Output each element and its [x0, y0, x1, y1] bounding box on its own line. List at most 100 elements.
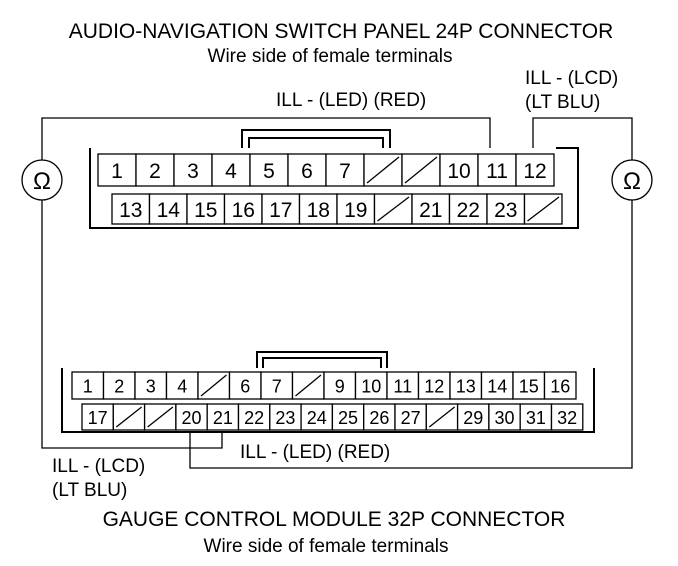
pin-number: 21: [213, 408, 233, 428]
pin-number: 16: [232, 199, 255, 222]
bottom-connector-latch: [256, 351, 388, 368]
pin-number: 14: [157, 199, 181, 222]
ill-led-top-label: ILL - (LED) (RED): [276, 90, 426, 111]
pin-number: 12: [424, 377, 444, 397]
pin-cavity: [456, 403, 490, 431]
wire-left-circuit: [41, 117, 491, 449]
pin-number: 11: [393, 377, 412, 397]
pin-number: 21: [419, 199, 442, 222]
right-ohmmeter: Ω: [611, 159, 653, 201]
pin-number: 25: [338, 408, 358, 428]
pin-cavity: [325, 153, 365, 187]
pin-cavity: [488, 403, 521, 431]
pin-cavity: [543, 371, 577, 400]
pin-number: 3: [146, 377, 156, 397]
top-connector-subtitle: Wire side of female terminals: [208, 46, 453, 67]
ill-lcd-bottom-label-line1: ILL - (LCD): [52, 456, 145, 477]
pin-number: 15: [519, 377, 539, 397]
pin-cavity: [165, 371, 199, 400]
empty-cavity-slash: [377, 196, 410, 222]
pin-cavity: [71, 371, 105, 400]
pin-number: 22: [244, 408, 264, 428]
pin-number: 23: [494, 199, 517, 222]
pin-number: 17: [269, 199, 292, 222]
pin-number: 20: [182, 408, 202, 428]
pin-number: 19: [344, 199, 367, 222]
pin-number: 16: [550, 377, 570, 397]
pin-cavity: [354, 371, 388, 400]
pin-number: 31: [526, 408, 546, 428]
ohm-icon: Ω: [623, 168, 641, 195]
pin-cavity: [394, 403, 427, 431]
ohm-icon: Ω: [33, 168, 51, 195]
pin-cavity: [336, 193, 376, 225]
pin-cavity: [173, 153, 213, 187]
empty-cavity-slash: [295, 374, 322, 397]
pin-cavity: [237, 403, 271, 431]
pin-number: 4: [177, 377, 187, 397]
pin-number: 9: [335, 377, 345, 397]
pin-cavity: [102, 371, 136, 400]
pin-cavity: [148, 193, 188, 225]
pin-cavity: [480, 371, 514, 400]
empty-cavity-slash: [527, 196, 560, 222]
pin-cavity: [261, 193, 301, 225]
pin-cavity: [417, 371, 451, 400]
bottom-connector-title: GAUGE CONTROL MODULE 32P CONNECTOR: [103, 508, 566, 531]
pin-cavity: [111, 193, 151, 225]
pin-cavity: [323, 371, 357, 400]
pin-number: 13: [119, 199, 142, 222]
ill-lcd-top-label-line2: (LT BLU): [525, 92, 600, 113]
pin-cavity: [135, 153, 175, 187]
pin-cavity: [550, 403, 584, 431]
pin-number: 7: [339, 160, 351, 183]
pin-cavity: [519, 403, 553, 431]
top-connector-title: AUDIO-NAVIGATION SWITCH PANEL 24P CONNEC…: [69, 20, 614, 43]
pin-cavity: [186, 193, 226, 225]
empty-cavity-slash: [200, 374, 227, 397]
pin-cavity: [300, 403, 334, 431]
pin-cavity: [515, 153, 555, 187]
pin-number: 14: [487, 377, 507, 397]
pin-cavity: [269, 403, 302, 431]
empty-cavity-slash: [115, 406, 143, 428]
pin-number: 17: [88, 408, 108, 428]
pin-cavity: [411, 193, 451, 225]
left-ohmmeter: Ω: [21, 159, 63, 201]
pin-number: 11: [486, 160, 508, 183]
pin-cavity: [287, 153, 327, 187]
pin-number: 2: [114, 377, 124, 397]
ill-lcd-bottom-label-line2: (LT BLU): [52, 480, 127, 501]
pin-number: 2: [149, 160, 161, 183]
pin-cavity: [134, 371, 168, 400]
pin-number: 24: [307, 408, 327, 428]
bottom-connector-housing: [61, 368, 595, 433]
pin-number: 7: [272, 377, 282, 397]
pin-cavity: [298, 193, 338, 225]
pin-number: 26: [369, 408, 389, 428]
wire-right-circuit: [189, 117, 633, 469]
pin-cavity: [206, 403, 240, 431]
pin-number: 1: [83, 377, 93, 397]
pin-number: 32: [557, 408, 577, 428]
top-connector-housing: [89, 147, 579, 229]
pin-cavity: [249, 153, 289, 187]
pin-cavity: [211, 153, 251, 187]
pin-cavity: [175, 403, 208, 431]
pin-number: 12: [523, 160, 546, 183]
ill-lcd-top-label-line1: ILL - (LCD): [525, 68, 618, 89]
pin-number: 10: [447, 160, 470, 183]
pin-number: 6: [301, 160, 313, 183]
pin-number: 30: [495, 408, 515, 428]
pin-cavity: [223, 193, 263, 225]
pin-number: 3: [187, 160, 199, 183]
top-connector-latch: [241, 129, 391, 148]
empty-cavity-slash: [147, 406, 174, 428]
pin-number: 6: [240, 377, 250, 397]
pin-number: 4: [225, 160, 237, 183]
pin-number: 10: [361, 377, 381, 397]
pin-cavity: [228, 371, 262, 400]
pin-number: 18: [307, 199, 330, 222]
pin-cavity: [448, 193, 488, 225]
